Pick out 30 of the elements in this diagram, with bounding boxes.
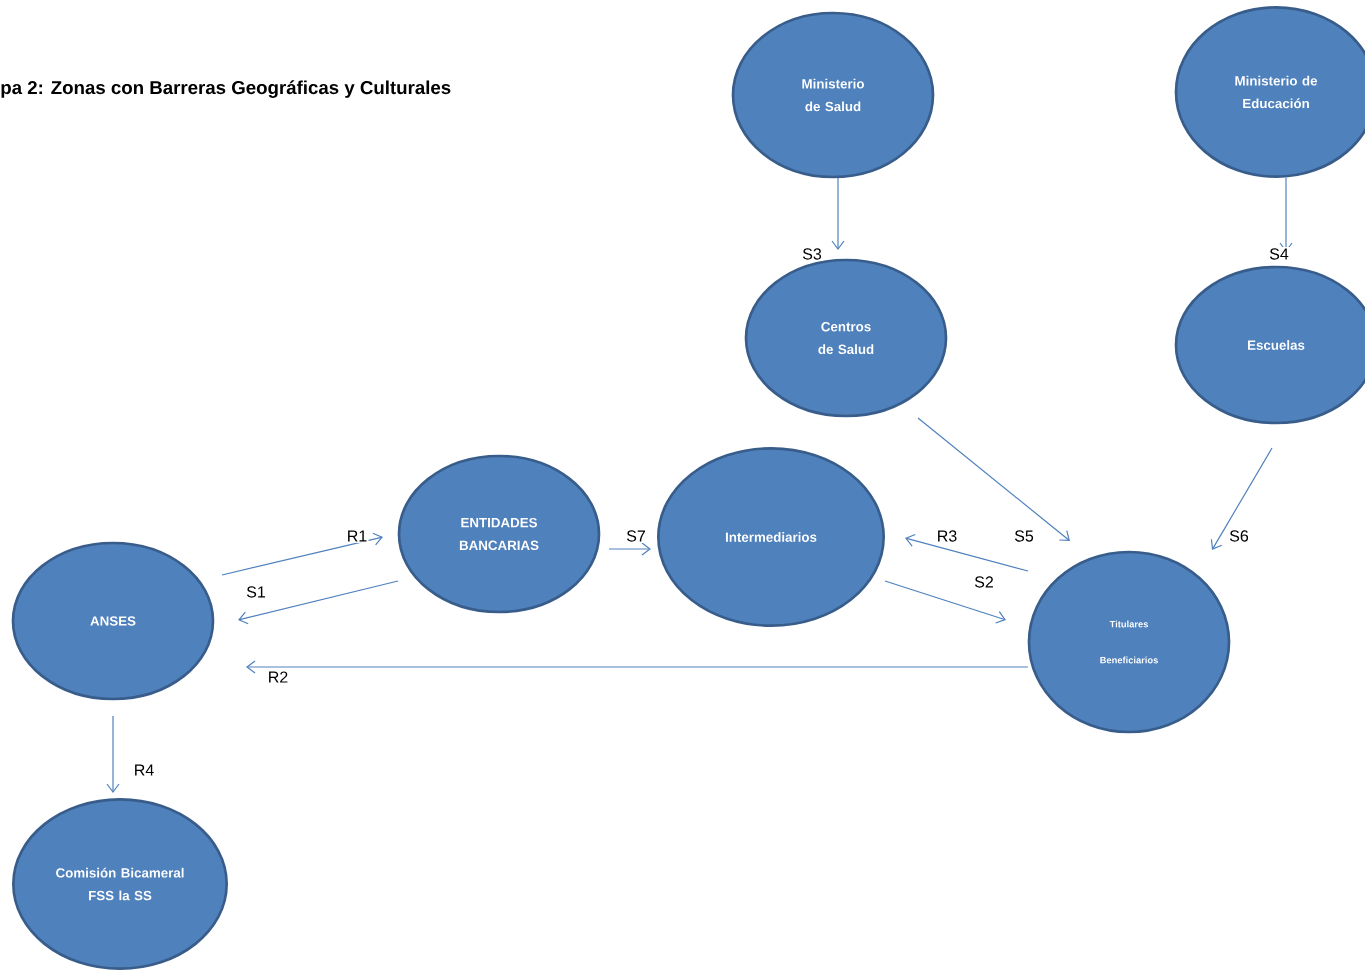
title: pa 2: Zonas con Barreras Geográficas y Culturales: [1, 80, 451, 98]
arrow: [238, 580, 399, 625]
ellipse-node: Intermediarios: [657, 447, 885, 627]
edge-label: S3: [800, 247, 824, 261]
ellipse-node: Ministerio de Educación: [1174, 6, 1365, 178]
arrow: [246, 660, 1029, 674]
ellipse-node: ANSES: [11, 541, 215, 701]
edge-label: S5: [1012, 529, 1036, 543]
arrow: [608, 542, 651, 556]
arrow: [106, 715, 120, 793]
edge-label: R2: [266, 670, 290, 684]
ellipse-node: Comisión Bicameral FSS la SS: [12, 798, 228, 970]
ellipse-node: Escuelas: [1174, 265, 1365, 425]
edge-label: S7: [624, 529, 648, 543]
arrow: [884, 580, 1006, 624]
edge-label: R1: [345, 529, 369, 543]
ellipse-node: Titulares Beneficiarios: [1027, 550, 1231, 734]
edge-label: R3: [935, 529, 959, 543]
edge-label: R4: [132, 763, 156, 777]
arrow: [905, 533, 1029, 572]
arrow: [221, 532, 383, 576]
edge-label: S1: [244, 585, 268, 599]
ellipse-node: Ministerio de Salud: [731, 11, 935, 179]
edge-label: S6: [1227, 529, 1251, 543]
edge-label: S2: [972, 575, 996, 589]
arrow: [831, 177, 845, 250]
edge-label: S4: [1267, 247, 1291, 261]
arrow: [917, 417, 1070, 541]
arrow: [1210, 447, 1273, 550]
ellipse-node: ENTIDADES BANCARIAS: [397, 454, 601, 614]
